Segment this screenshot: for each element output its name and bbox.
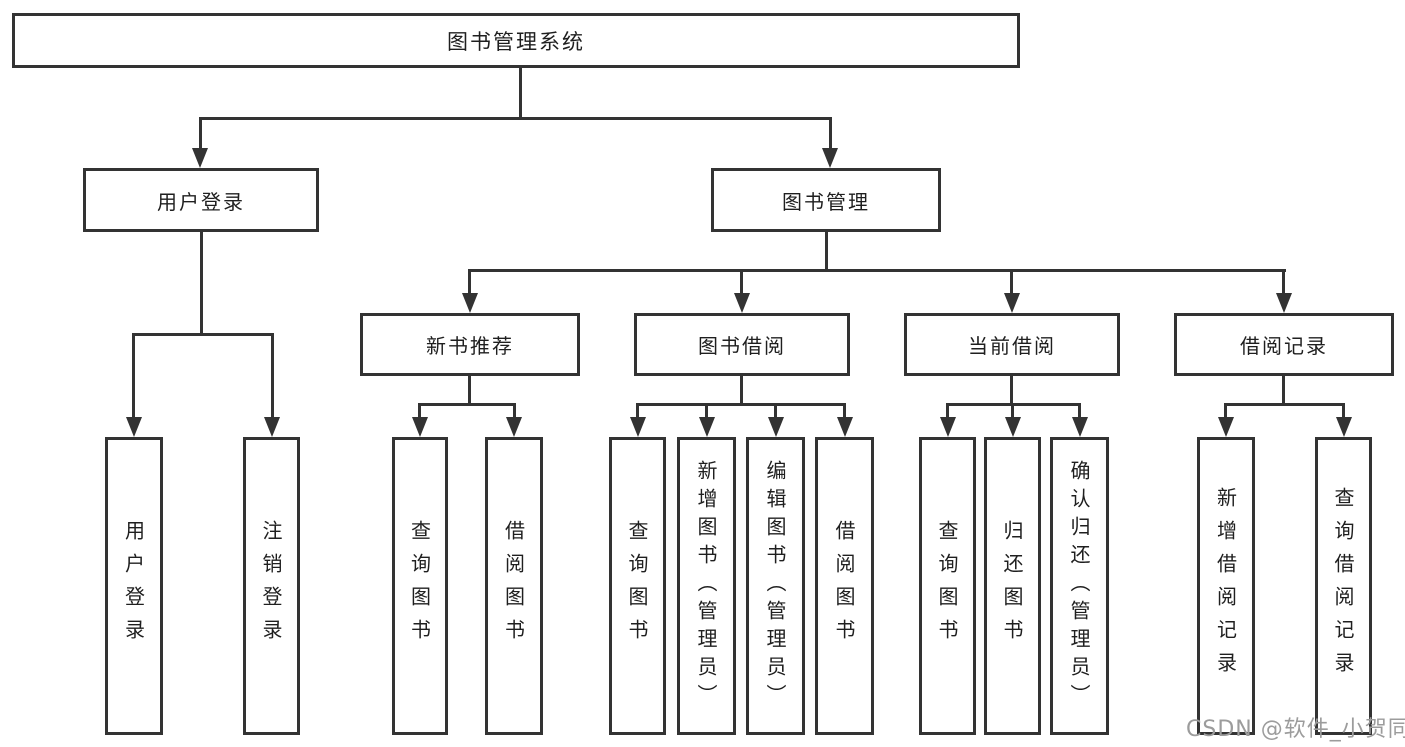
edge-stem-leaf — [271, 333, 274, 419]
arrow-down-icon — [1218, 417, 1234, 437]
edge-stem-leaf — [1224, 403, 1227, 421]
arrow-down-icon — [699, 417, 715, 437]
leaf-query-borrow-record: 查询借阅记录 — [1315, 437, 1372, 735]
edge-stem-leaf — [1011, 403, 1014, 421]
node-label: 新增图书（管理员） — [694, 460, 718, 712]
edge-stem-book-management — [829, 117, 832, 151]
leaf-add-books-admin: 新增图书（管理员） — [677, 437, 736, 735]
node-label: 编辑图书（管理员） — [763, 460, 787, 712]
edge-root-drop — [519, 68, 522, 119]
edge-stem-leaf — [636, 403, 639, 421]
edge-stem-leaf — [1342, 403, 1345, 421]
leaf-borrow-books: 借阅图书 — [815, 437, 874, 735]
node-label: 借阅记录 — [1240, 334, 1328, 358]
edge-stem-user-login — [199, 117, 202, 151]
edge-records-drop — [1282, 376, 1285, 406]
edge-stem-leaf — [1078, 403, 1081, 421]
arrow-down-icon — [837, 417, 853, 437]
arrow-down-icon — [126, 417, 142, 437]
leaf-user-login: 用户登录 — [105, 437, 163, 735]
csdn-watermark: CSDN @软件_小贺同学 — [1186, 717, 1405, 742]
arrow-down-icon — [1004, 293, 1020, 313]
leaf-borrow-books-recommend: 借阅图书 — [485, 437, 543, 735]
edge-stem-leaf — [705, 403, 708, 421]
edge-root-hbar — [199, 117, 832, 120]
node-book-borrowing: 图书借阅 — [634, 313, 850, 376]
arrow-down-icon — [1336, 417, 1352, 437]
edge-stem-leaf — [513, 403, 516, 421]
edge-book-management-drop — [825, 232, 828, 272]
node-borrowing-records: 借阅记录 — [1174, 313, 1394, 376]
edge-stem-group — [1282, 269, 1285, 295]
leaf-logout: 注销登录 — [243, 437, 300, 735]
leaf-confirm-return-admin: 确认归还（管理员） — [1050, 437, 1109, 735]
edge-new-book-hbar — [418, 403, 516, 406]
arrow-down-icon — [768, 417, 784, 437]
node-label: 图书管理 — [782, 189, 870, 214]
node-label: 注销登录 — [259, 520, 283, 652]
node-label: 查询图书 — [625, 520, 649, 652]
node-new-book-recommendation: 新书推荐 — [360, 313, 580, 376]
node-label: 用户登录 — [121, 520, 146, 652]
arrow-down-icon — [264, 417, 280, 437]
leaf-edit-books-admin: 编辑图书（管理员） — [746, 437, 805, 735]
edge-stem-group — [468, 269, 471, 295]
edge-book-management-hbar — [468, 269, 1286, 272]
arrow-down-icon — [412, 417, 428, 437]
edge-stem-leaf — [774, 403, 777, 421]
node-user-login: 用户登录 — [83, 168, 319, 232]
node-label: 借阅图书 — [501, 520, 526, 652]
node-label: 图书借阅 — [698, 334, 786, 358]
node-label: 新书推荐 — [426, 334, 514, 358]
node-book-management: 图书管理 — [711, 168, 941, 232]
arrow-down-icon — [1276, 293, 1292, 313]
edge-user-login-drop — [200, 232, 203, 336]
node-label: 查询图书 — [407, 520, 432, 652]
edge-stem-group — [1010, 269, 1013, 295]
node-label: 归还图书 — [1000, 520, 1024, 652]
arrow-down-icon — [506, 417, 522, 437]
edge-borrow-hbar — [636, 403, 846, 406]
arrow-down-icon — [192, 148, 208, 168]
node-label: 查询借阅记录 — [1331, 487, 1355, 685]
edge-new-book-drop — [468, 376, 471, 406]
edge-current-drop — [1010, 376, 1013, 406]
node-label: 确认归还（管理员） — [1067, 460, 1091, 712]
edge-borrow-drop — [740, 376, 743, 406]
node-label: 借阅图书 — [832, 520, 856, 652]
edge-stem-leaf — [843, 403, 846, 421]
arrow-down-icon — [1005, 417, 1021, 437]
arrow-down-icon — [822, 148, 838, 168]
node-label: 当前借阅 — [968, 334, 1056, 358]
leaf-query-books-borrowing: 查询图书 — [609, 437, 666, 735]
node-label: 用户登录 — [157, 189, 245, 214]
node-label: 查询图书 — [935, 520, 959, 652]
node-label: 图书管理系统 — [447, 29, 585, 54]
arrow-down-icon — [734, 293, 750, 313]
arrow-down-icon — [462, 293, 478, 313]
node-library-management-system: 图书管理系统 — [12, 13, 1020, 68]
arrow-down-icon — [630, 417, 646, 437]
leaf-query-books-current: 查询图书 — [919, 437, 976, 735]
edge-stem-leaf — [418, 403, 421, 421]
edge-records-hbar — [1224, 403, 1345, 406]
edge-stem-group — [740, 269, 743, 295]
node-current-borrowing: 当前借阅 — [904, 313, 1120, 376]
leaf-query-books-recommend: 查询图书 — [392, 437, 448, 735]
arrow-down-icon — [940, 417, 956, 437]
leaf-return-books: 归还图书 — [984, 437, 1041, 735]
edge-stem-leaf — [132, 333, 135, 419]
arrow-down-icon — [1072, 417, 1088, 437]
node-label: 新增借阅记录 — [1213, 487, 1238, 685]
edge-user-login-hbar — [132, 333, 274, 336]
edge-stem-leaf — [946, 403, 949, 421]
leaf-add-borrow-record: 新增借阅记录 — [1197, 437, 1255, 735]
